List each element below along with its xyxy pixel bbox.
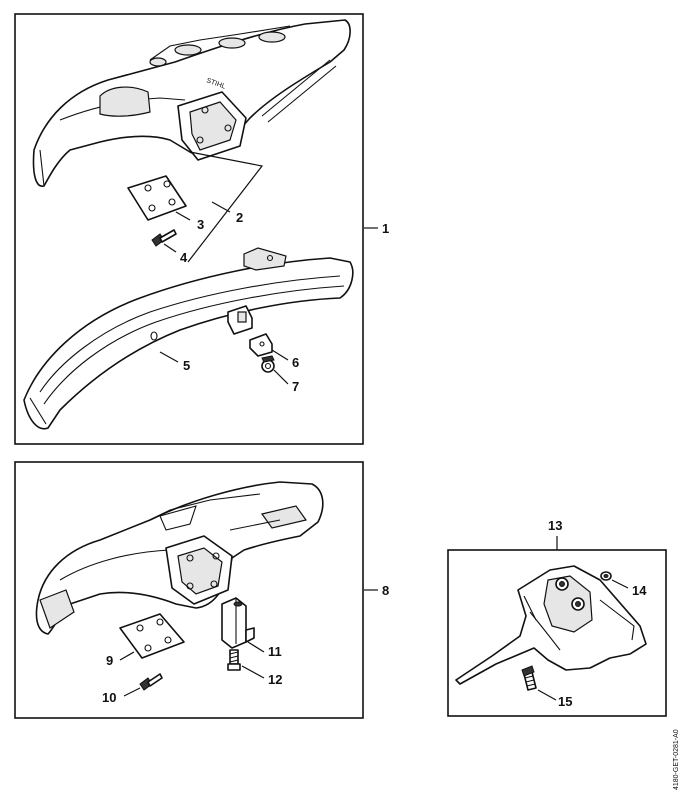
leader-10 (123, 687, 141, 697)
callout-13: 13 (548, 518, 562, 533)
leader-9 (119, 651, 135, 661)
callout-15: 15 (558, 694, 572, 709)
part-9-mounting-plate (119, 613, 185, 659)
callout-8: 8 (382, 583, 389, 598)
part-3-mounting-plate (127, 175, 187, 221)
deflector-housing-upper (32, 19, 351, 187)
part-11-bracket (221, 597, 255, 649)
assembly-1-frame (14, 13, 364, 445)
part-7-nut (261, 355, 275, 373)
leader-4 (163, 243, 177, 253)
callout-10: 10 (102, 690, 116, 705)
callout-7: 7 (292, 379, 299, 394)
part-4-screw (151, 229, 177, 247)
callout-5: 5 (183, 358, 190, 373)
callout-3: 3 (197, 217, 204, 232)
leader-3 (175, 211, 191, 221)
leader-5 (159, 351, 179, 363)
callout-4: 4 (180, 250, 188, 265)
leader-15 (537, 689, 557, 701)
callout-1: 1 (382, 221, 389, 236)
part-5-deflector-rail (23, 247, 354, 430)
leader-7 (273, 369, 289, 385)
deflector-housing-assembly-8 (35, 481, 324, 635)
part-12-screw (227, 649, 241, 671)
callout-9: 9 (106, 653, 113, 668)
callout-11: 11 (268, 644, 282, 659)
callout-14: 14 (632, 583, 647, 598)
callout-2: 2 (236, 210, 243, 225)
part-10-screw (139, 673, 163, 691)
leader-14 (611, 579, 629, 589)
part-13-handle-bracket (455, 565, 647, 685)
drawing-code: 4180-GET-0281-A0 (673, 729, 680, 790)
leader-2 (211, 201, 231, 213)
callout-6: 6 (292, 355, 299, 370)
leader-12 (241, 665, 265, 679)
part-6-clip (249, 333, 273, 357)
leader-6 (271, 349, 289, 361)
leader-bracket-2 (187, 151, 264, 263)
leader-11 (247, 641, 265, 653)
rail-mounting-boss (227, 305, 253, 335)
assembly-8-frame (14, 461, 364, 719)
callout-12: 12 (268, 672, 282, 687)
part-15-screw (521, 665, 537, 691)
part-14-washer (600, 571, 612, 581)
